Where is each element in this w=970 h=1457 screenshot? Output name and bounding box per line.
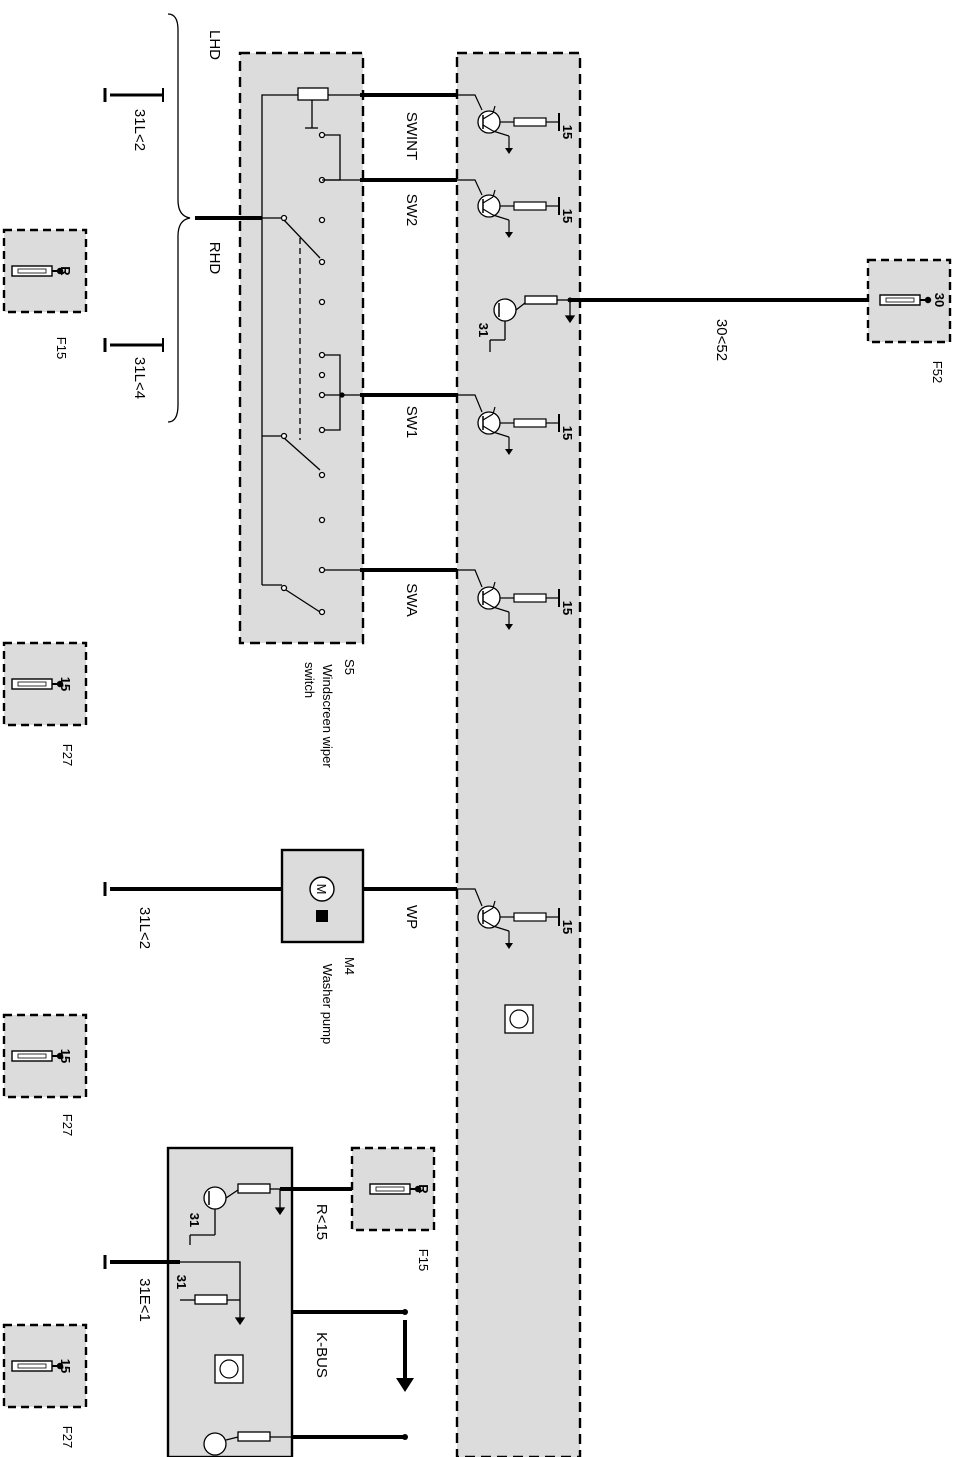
fuse-name-f27-b: F27 <box>60 1114 75 1136</box>
switch-wires <box>195 93 457 572</box>
wire-label-wp: WP <box>403 905 420 929</box>
motor-label: M <box>314 884 329 895</box>
labels: R F15 15 F27 15 F27 15 F27 R F15 30 F52 … <box>54 30 947 1448</box>
wiper-switch-contacts <box>261 87 360 616</box>
fuse-name-f15-top: F15 <box>54 337 69 359</box>
fuse-f27-b <box>2 1013 88 1099</box>
ground-label-1: 31L<2 <box>131 109 148 151</box>
fuse-pin-f52: 30 <box>932 293 947 307</box>
lhd-label: LHD <box>206 30 223 60</box>
wire-label-kbus: K-BUS <box>313 1332 330 1378</box>
pump-name: Washer pump <box>320 964 335 1044</box>
wire-label-r15: R<15 <box>313 1204 330 1240</box>
rhd-label: RHD <box>206 242 223 275</box>
motor-icon <box>309 876 335 902</box>
wiper-switch-box <box>238 51 365 645</box>
fuse-pin-f15-bottom: R <box>416 1184 431 1194</box>
wire-label-sw1: SW1 <box>403 406 420 439</box>
fuse-pin-f27-c: 15 <box>58 1359 73 1373</box>
pin-15-swint: 15 <box>560 125 575 139</box>
wire-label-swint: SWINT <box>403 112 420 160</box>
fuse-f27-a <box>2 641 88 727</box>
pin-31-lower-a: 31 <box>187 1213 202 1227</box>
fuse-f27-c <box>2 1323 88 1409</box>
stage-30 <box>489 295 576 352</box>
module-input-wires <box>457 94 483 907</box>
fuse-pin-f15-top: R <box>58 266 73 276</box>
lower-module-internals <box>180 1183 292 1456</box>
lower-module-icon <box>214 1354 244 1384</box>
ground-label-4: 31E<1 <box>136 1278 153 1322</box>
kbus-arrow-icon <box>396 1378 414 1392</box>
pin-31-lower-b: 31 <box>174 1275 189 1289</box>
pin-15-wp: 15 <box>560 920 575 934</box>
fuse-f15-top <box>2 228 88 314</box>
fuse-f15-bottom <box>350 1146 436 1232</box>
switch-name-line1: Windscreen wiper <box>320 664 335 768</box>
switch-name-line2: switch <box>302 662 317 698</box>
control-module <box>455 51 582 1457</box>
drive-brace <box>167 13 191 423</box>
fuse-pin-f27-b: 15 <box>58 1049 73 1063</box>
switch-id: S5 <box>342 659 357 675</box>
wire-label-swa: SWA <box>403 583 420 617</box>
fuse-name-f27-a: F27 <box>60 744 75 766</box>
module-icon <box>504 1004 534 1034</box>
pin-15-sw1: 15 <box>560 426 575 440</box>
fuse-name-f52: F52 <box>930 361 945 383</box>
wire-label-sw2: SW2 <box>403 194 420 227</box>
ground-terminals <box>103 88 164 1269</box>
pin-15-sw2: 15 <box>560 209 575 223</box>
fuse-name-f27-c: F27 <box>60 1426 75 1448</box>
ground-label-2: 31L<4 <box>131 357 148 399</box>
wire-label-30-52: 30<52 <box>713 319 730 361</box>
pump-id: M4 <box>342 957 357 975</box>
fuse-pin-f27-a: 15 <box>58 677 73 691</box>
fuse-f52 <box>866 258 952 344</box>
ground-label-3: 31L<2 <box>136 907 153 949</box>
fuse-name-f15-bottom: F15 <box>416 1249 431 1271</box>
pin-15-swa: 15 <box>560 601 575 615</box>
pin-31-stage30: 31 <box>476 323 491 337</box>
lower-module <box>166 1146 294 1457</box>
